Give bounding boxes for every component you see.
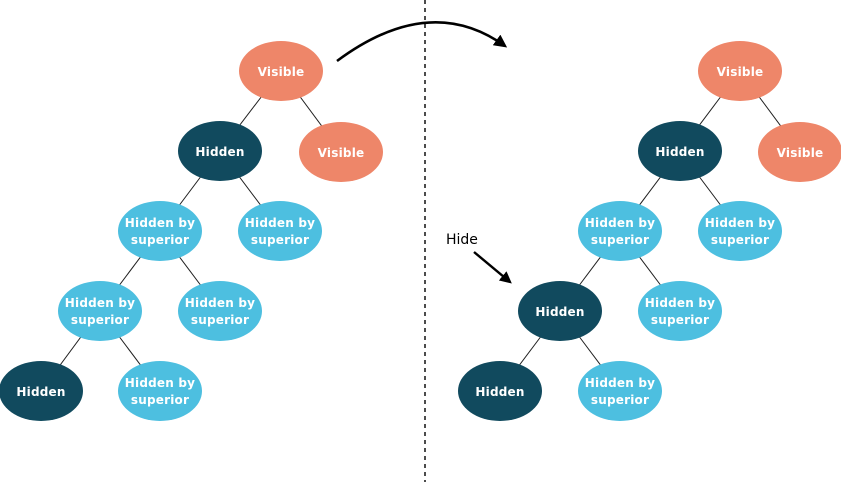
tree-node-visible: Visible bbox=[239, 41, 323, 101]
node-ellipse bbox=[299, 122, 383, 182]
hide-label: Hide bbox=[446, 232, 478, 248]
node-ellipse bbox=[239, 41, 323, 101]
node-ellipse bbox=[118, 361, 202, 421]
node-label: Visible bbox=[777, 146, 824, 160]
node-ellipse bbox=[758, 122, 841, 182]
node-ellipse bbox=[58, 281, 142, 341]
node-label: Visible bbox=[717, 65, 764, 79]
node-label: Visible bbox=[258, 65, 305, 79]
node-ellipse bbox=[698, 201, 782, 261]
node-ellipse bbox=[578, 361, 662, 421]
node-ellipse bbox=[698, 41, 782, 101]
hide-arrow bbox=[473, 251, 512, 284]
node-ellipse bbox=[118, 201, 202, 261]
tree-node-visible: Visible bbox=[299, 122, 383, 182]
node-label: Hidden bbox=[475, 385, 524, 399]
node-ellipse bbox=[238, 201, 322, 261]
node-ellipse bbox=[458, 361, 542, 421]
tree-node-hidden: Hidden bbox=[458, 361, 542, 421]
tree-node-hidden: Hidden bbox=[0, 361, 83, 421]
node-ellipse bbox=[578, 201, 662, 261]
tree-node-visible: Visible bbox=[758, 122, 841, 182]
tree-node-hidden: Hidden bbox=[518, 281, 602, 341]
tree-node-hidden: Hidden bbox=[178, 121, 262, 181]
node-ellipse bbox=[638, 121, 722, 181]
node-label: Hidden bbox=[16, 385, 65, 399]
node-label: Hidden bbox=[195, 145, 244, 159]
node-label: Hidden bbox=[535, 305, 584, 319]
node-ellipse bbox=[638, 281, 722, 341]
tree-node-hidden: Hidden bbox=[638, 121, 722, 181]
node-label: Visible bbox=[318, 146, 365, 160]
node-ellipse bbox=[518, 281, 602, 341]
node-ellipse bbox=[178, 281, 262, 341]
tree-node-visible: Visible bbox=[698, 41, 782, 101]
node-ellipse bbox=[0, 361, 83, 421]
node-label: Hidden bbox=[655, 145, 704, 159]
node-ellipse bbox=[178, 121, 262, 181]
transform-arrow bbox=[336, 21, 508, 63]
